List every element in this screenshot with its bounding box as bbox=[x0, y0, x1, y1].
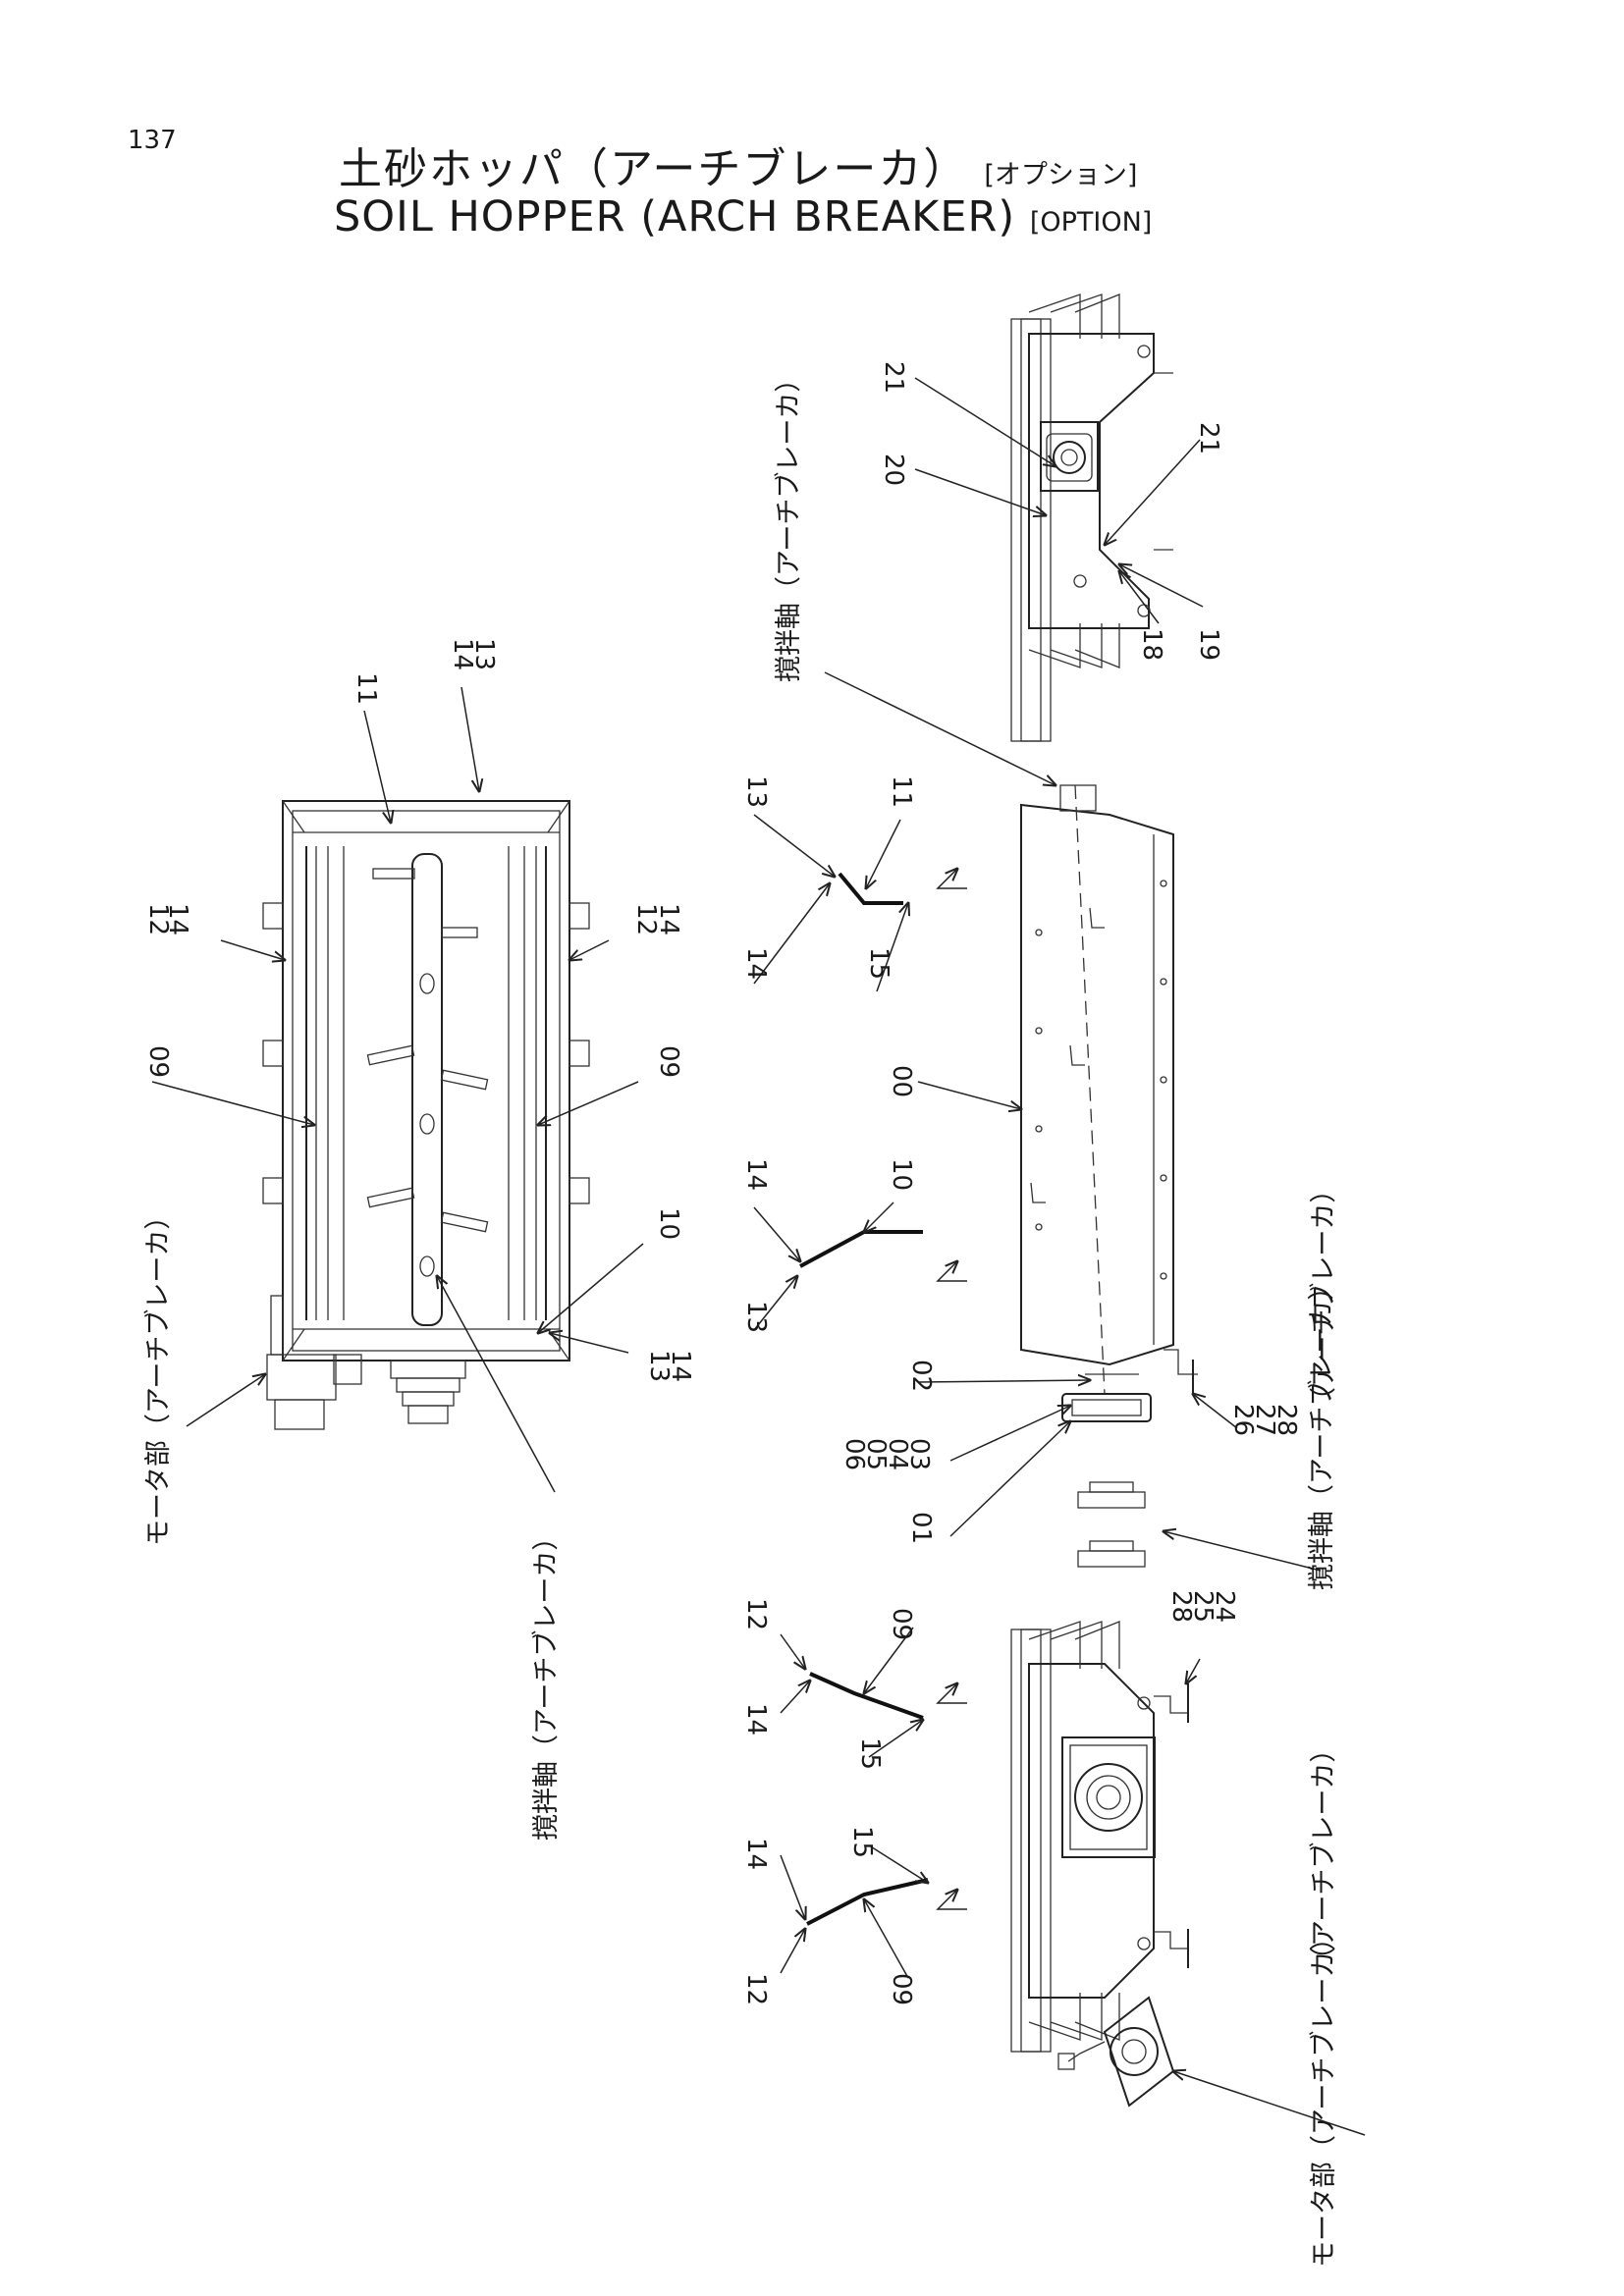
part-number-21: 21 bbox=[879, 361, 908, 394]
caption-agitator-shaft-right: 撹拌軸（アーチブレーカ） bbox=[1307, 1274, 1337, 1590]
part-number-14: 14 bbox=[163, 903, 192, 935]
part-number-13: 13 bbox=[644, 1350, 674, 1382]
caption-motor-bottom: モータ部（アーチブレーカ） bbox=[1309, 1925, 1339, 2268]
title-jp-text: 土砂ホッパ（アーチブレーカ） bbox=[339, 144, 969, 194]
part-number-04: 04 bbox=[883, 1438, 912, 1470]
part-number-09: 09 bbox=[887, 1608, 916, 1640]
part-number-10: 10 bbox=[887, 1158, 916, 1191]
part-number-28: 28 bbox=[1166, 1590, 1196, 1623]
title-en-option: [OPTION] bbox=[1029, 207, 1153, 238]
part-number-14: 14 bbox=[666, 1350, 695, 1382]
part-number-28: 28 bbox=[1272, 1404, 1301, 1436]
part-number-15: 15 bbox=[864, 947, 893, 980]
part-number-14: 14 bbox=[741, 947, 771, 980]
part-number-13: 13 bbox=[741, 1301, 771, 1333]
part-number-14: 14 bbox=[741, 1158, 771, 1191]
part-number-14: 14 bbox=[741, 1703, 771, 1735]
title-japanese: 土砂ホッパ（アーチブレーカ） [オプション] bbox=[339, 133, 1137, 196]
caption-arch-breaker-bottom: （アーチブレーカ） bbox=[1309, 1736, 1339, 1973]
hopper-plan-view bbox=[262, 800, 590, 1430]
part-number-25: 25 bbox=[1188, 1590, 1218, 1623]
part-number-15: 15 bbox=[847, 1826, 877, 1858]
title-en-text: SOIL HOPPER (ARCH BREAKER) bbox=[334, 192, 1016, 241]
part-number-19: 19 bbox=[1194, 628, 1223, 661]
part-number-13: 13 bbox=[469, 638, 499, 670]
page-number: 137 bbox=[128, 126, 177, 155]
part-number-00: 00 bbox=[887, 1065, 916, 1097]
hopper-side-view bbox=[1020, 784, 1198, 1568]
part-number-20: 20 bbox=[879, 454, 908, 486]
part-number-18: 18 bbox=[1137, 628, 1166, 661]
hopper-end-view-bottom bbox=[1010, 1621, 1189, 2053]
part-number-21: 21 bbox=[1194, 422, 1223, 454]
part-number-05: 05 bbox=[861, 1438, 891, 1470]
part-number-15: 15 bbox=[855, 1737, 885, 1770]
part-number-09: 09 bbox=[143, 1045, 173, 1078]
title-english: SOIL HOPPER (ARCH BREAKER) [OPTION] bbox=[334, 192, 1152, 241]
part-number-12: 12 bbox=[741, 1598, 771, 1630]
part-number-12: 12 bbox=[631, 903, 661, 935]
caption-agitator-shaft-upper: 撹拌軸（アーチブレーカ） bbox=[774, 366, 804, 682]
caption-motor-arch-breaker: モータ部（アーチブレーカ） bbox=[143, 1203, 174, 1546]
part-number-11: 11 bbox=[352, 672, 381, 705]
part-number-14: 14 bbox=[448, 638, 477, 670]
part-number-09: 09 bbox=[887, 1973, 916, 2005]
caption-arch-breaker-right: （アーチブレーカ） bbox=[1309, 1177, 1339, 1414]
part-number-02: 02 bbox=[906, 1360, 936, 1392]
hopper-end-view-top bbox=[1010, 294, 1173, 742]
part-number-24: 24 bbox=[1210, 1590, 1239, 1623]
part-number-12: 12 bbox=[741, 1973, 771, 2005]
part-number-26: 26 bbox=[1228, 1404, 1258, 1436]
caption-agitator-shaft: 撹拌軸（アーチブレーカ） bbox=[531, 1524, 562, 1841]
part-number-14: 14 bbox=[741, 1838, 771, 1870]
part-number-03: 03 bbox=[904, 1438, 934, 1470]
title-jp-option: [オプション] bbox=[984, 160, 1138, 190]
part-number-01: 01 bbox=[906, 1512, 936, 1544]
part-number-13: 13 bbox=[741, 775, 771, 808]
part-number-12: 12 bbox=[143, 903, 173, 935]
motor-unit bbox=[1057, 1996, 1175, 2108]
part-number-09: 09 bbox=[654, 1045, 683, 1078]
part-number-06: 06 bbox=[839, 1438, 869, 1470]
part-number-10: 10 bbox=[654, 1207, 683, 1240]
part-number-11: 11 bbox=[887, 775, 916, 808]
part-number-27: 27 bbox=[1250, 1404, 1279, 1436]
part-number-14: 14 bbox=[654, 903, 683, 935]
